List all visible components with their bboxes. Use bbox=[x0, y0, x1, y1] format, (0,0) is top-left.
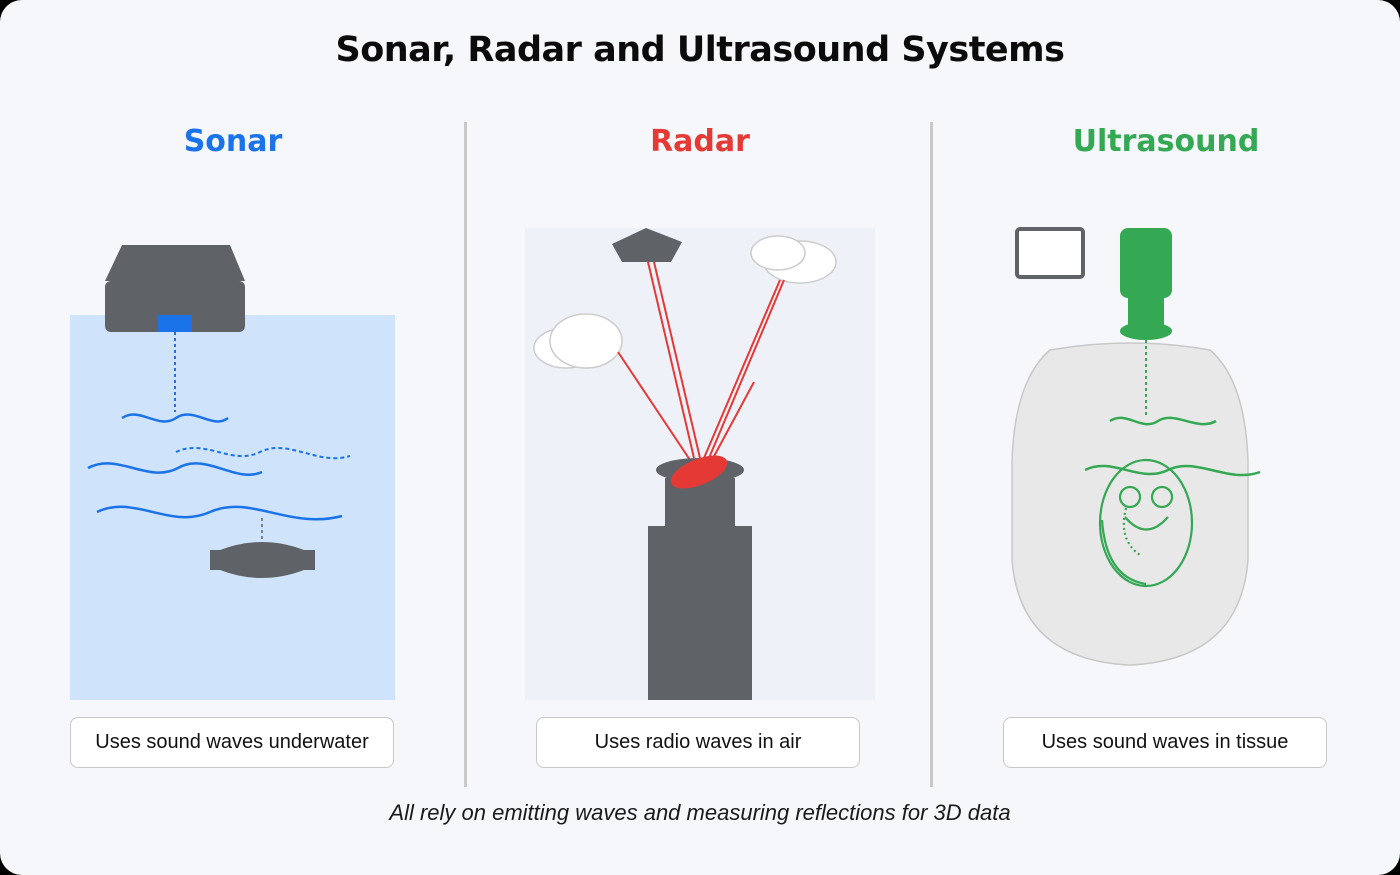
sonar-caption: Uses sound waves underwater bbox=[70, 717, 394, 768]
radar-beams bbox=[617, 261, 785, 461]
sound-wave-middle bbox=[87, 462, 263, 476]
radar-caption: Uses radio waves in air bbox=[536, 717, 860, 768]
footer-note: All rely on emitting waves and measuring… bbox=[389, 800, 1011, 825]
radar-dish-icon bbox=[670, 455, 728, 489]
ultrasound-wave-icon bbox=[1109, 416, 1217, 426]
sound-wave-icon bbox=[121, 413, 229, 423]
monitor-icon bbox=[1015, 227, 1085, 279]
submarine-icon bbox=[210, 542, 315, 578]
radar-title: Radar bbox=[650, 124, 750, 159]
divider-left bbox=[464, 122, 467, 787]
aircraft-icon bbox=[612, 228, 682, 262]
sonar-illustration bbox=[70, 245, 395, 700]
body-icon bbox=[1011, 342, 1249, 666]
ultrasound-title: Ultrasound bbox=[1072, 124, 1260, 159]
sound-wave-lower bbox=[96, 505, 343, 521]
fetus-icon bbox=[1098, 458, 1194, 588]
ultrasound-illustration bbox=[1011, 227, 1261, 666]
diagram-title: Sonar, Radar and Ultrasound Systems bbox=[335, 30, 1065, 70]
ultrasound-probe-icon bbox=[1120, 228, 1172, 340]
tissue-wave bbox=[1084, 464, 1261, 477]
cloud-icon bbox=[533, 313, 623, 369]
ultrasound-caption: Uses sound waves in tissue bbox=[1003, 717, 1327, 768]
radar-illustration bbox=[525, 228, 875, 700]
sonar-title: Sonar bbox=[183, 124, 283, 159]
echo-wave-dashed bbox=[175, 447, 351, 460]
divider-right bbox=[930, 122, 933, 787]
transducer-icon bbox=[158, 315, 192, 332]
ship-icon bbox=[105, 245, 245, 332]
cloud-icon-right bbox=[750, 235, 837, 284]
